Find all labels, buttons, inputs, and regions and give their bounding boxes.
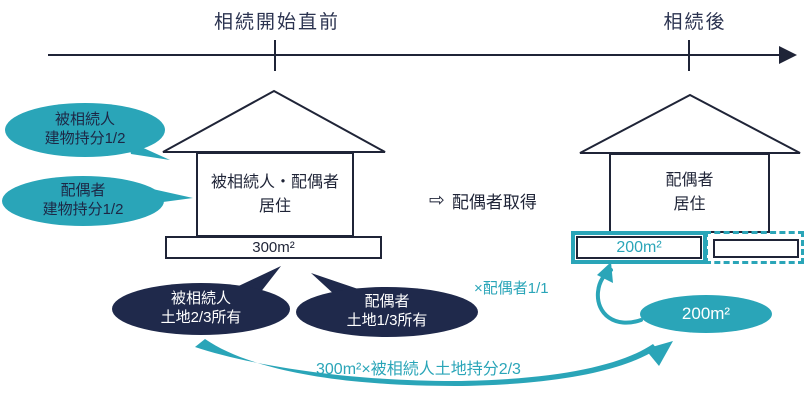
bubble-line: 被相続人 [170,290,231,308]
calculation-curved-arrow [195,339,657,386]
bubble-decedent-land-share: 被相続人 土地2/3所有 [112,283,290,335]
house-after-roof [579,93,801,154]
house-after-land-plot-remainder [705,231,804,264]
bubble-line: 配偶者 [60,182,106,200]
house-before-land-plot: 300m² [165,236,382,259]
house-before-roof [162,89,386,153]
house-after-occupants: 配偶者 [665,172,714,189]
bubble-line: 配偶者 [364,293,410,311]
timeline-label-before: 相続開始直前 [213,12,340,33]
house-before-land-area: 300m² [252,239,295,256]
bubble-line: 建物持分1/2 [44,130,126,147]
spouse-multiplier-label: ×配偶者1/1 [474,280,549,297]
house-before-occupants: 被相続人・配偶者 [210,173,339,191]
result-arrowhead-icon [597,262,613,283]
transfer-label: 配偶者取得 [451,193,537,212]
timeline-label-after: 相続後 [663,12,727,33]
calculation-label: 300m²×被相続人土地持分2/3 [316,361,521,378]
transfer-note: ⇨ 配偶者取得 [429,188,537,213]
bubble-line: 建物持分1/2 [42,201,124,218]
house-before-body: 被相続人・配偶者 居住 [196,152,354,237]
house-after-occupancy: 居住 [673,196,706,213]
bubble-spouse-building-share: 配偶者 建物持分1/2 [2,176,164,226]
house-after-land-area: 200m² [616,238,662,256]
calculation-arrowhead-icon [645,341,673,366]
bubble-decedent-building-share: 被相続人 建物持分1/2 [5,103,165,157]
bubble-spouse-land-share: 配偶者 土地1/3所有 [296,287,478,337]
bubble-line: 被相続人 [54,111,115,129]
house-after-land-plot-owned: 200m² [571,231,707,264]
result-area-value: 200m² [681,304,731,323]
result-area-ellipse: 200m² [640,295,772,333]
timeline-arrowhead-icon [779,46,797,64]
bubble-line: 土地2/3所有 [160,309,242,326]
house-before-occupancy: 居住 [258,197,291,215]
bubble-line: 土地1/3所有 [346,312,428,329]
rightwards-white-arrow-icon: ⇨ [429,190,445,211]
house-after-body: 配偶者 居住 [609,153,770,233]
